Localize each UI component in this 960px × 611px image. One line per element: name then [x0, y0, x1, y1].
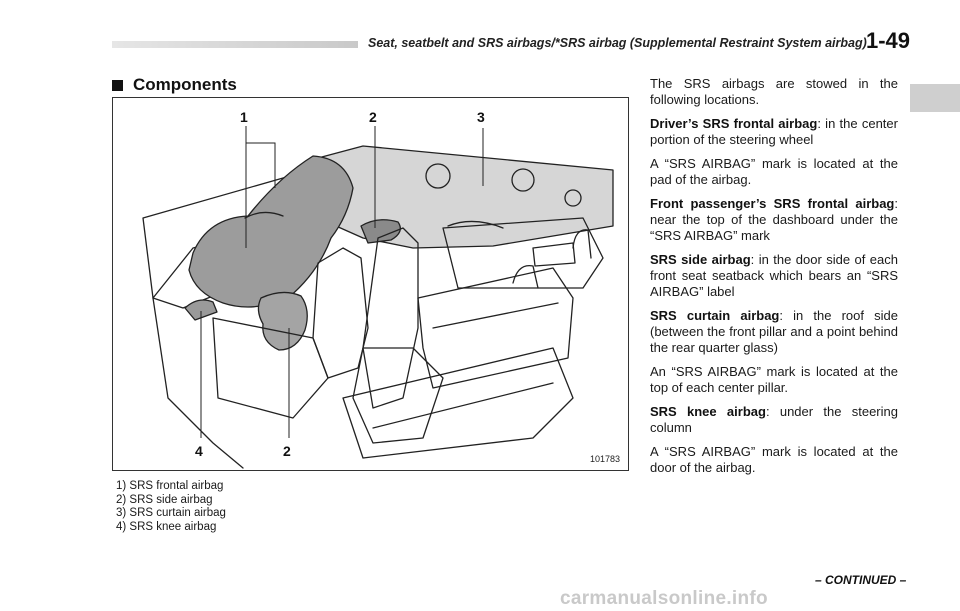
figure-id: 101783 — [589, 454, 620, 464]
page-number: 1-49 — [866, 28, 911, 53]
legend-item: 3) SRS curtain airbag — [116, 507, 226, 519]
callout-label: 4 — [195, 443, 203, 459]
location-item: SRS knee airbag: under the steering colu… — [650, 404, 898, 436]
legend-item: 1) SRS frontal airbag — [116, 480, 224, 492]
location-desc: : in the center portion of the steering … — [650, 116, 898, 147]
side-airbag-shape — [257, 291, 308, 351]
section-title: Components — [133, 75, 237, 94]
location-note: A “SRS AIRBAG” mark is located at the do… — [650, 444, 898, 475]
curtain-airbag-shape — [317, 145, 614, 249]
figure-legend: 1) SRS frontal airbag 2) SRS side airbag… — [116, 480, 226, 534]
location-desc: : near the top of the dashboard under th… — [650, 196, 898, 243]
header-rule — [112, 41, 358, 48]
location-desc: : in the door side of each front seat se… — [650, 252, 898, 299]
knee-airbag-shape — [184, 299, 218, 321]
location-term: Driver’s SRS frontal airbag — [650, 116, 818, 131]
location-desc: : under the steering column — [650, 404, 898, 435]
chapter-tab — [910, 84, 960, 112]
location-note: An “SRS AIRBAG” mark is located at the t… — [650, 364, 898, 395]
square-bullet-icon — [112, 79, 123, 91]
section-heading: Components — [112, 74, 237, 96]
driver-frontal-airbag-shape — [188, 155, 354, 308]
location-term: SRS side airbag — [650, 252, 751, 267]
location-term: SRS curtain airbag — [650, 308, 780, 323]
running-header: Seat, seatbelt and SRS airbags/*SRS airb… — [368, 36, 867, 50]
callout-label: 2 — [369, 109, 377, 125]
callout-label: 1 — [240, 109, 248, 125]
passenger-frontal-airbag-shape — [360, 219, 401, 244]
body-text: The SRS airbags are stowed in the follow… — [650, 76, 898, 484]
location-item: SRS curtain airbag: in the roof side (be… — [650, 308, 898, 356]
location-desc: : in the roof side (between the front pi… — [650, 308, 898, 355]
callout-label: 3 — [477, 109, 485, 125]
location-item: Driver’s SRS frontal airbag: in the cent… — [650, 116, 898, 148]
location-note: A “SRS AIRBAG” mark is located at the pa… — [650, 156, 898, 187]
location-item: Front passenger’s SRS frontal airbag: ne… — [650, 196, 898, 244]
airbag-components-figure: 1 2 3 4 2 101783 — [112, 97, 629, 471]
car-interior-illustration — [142, 126, 614, 469]
intro-paragraph: The SRS airbags are stowed in the follow… — [650, 76, 898, 107]
legend-item: 4) SRS knee airbag — [116, 520, 217, 533]
location-term: Front passenger’s SRS frontal airbag — [650, 196, 895, 211]
location-term: SRS knee airbag — [650, 404, 766, 419]
watermark: carmanualsonline.info — [560, 588, 768, 609]
legend-item: 2) SRS side airbag — [116, 493, 213, 506]
callout-label: 2 — [283, 443, 291, 459]
location-item: SRS side airbag: in the door side of eac… — [650, 252, 898, 300]
continued-marker: – CONTINUED – — [815, 573, 907, 587]
